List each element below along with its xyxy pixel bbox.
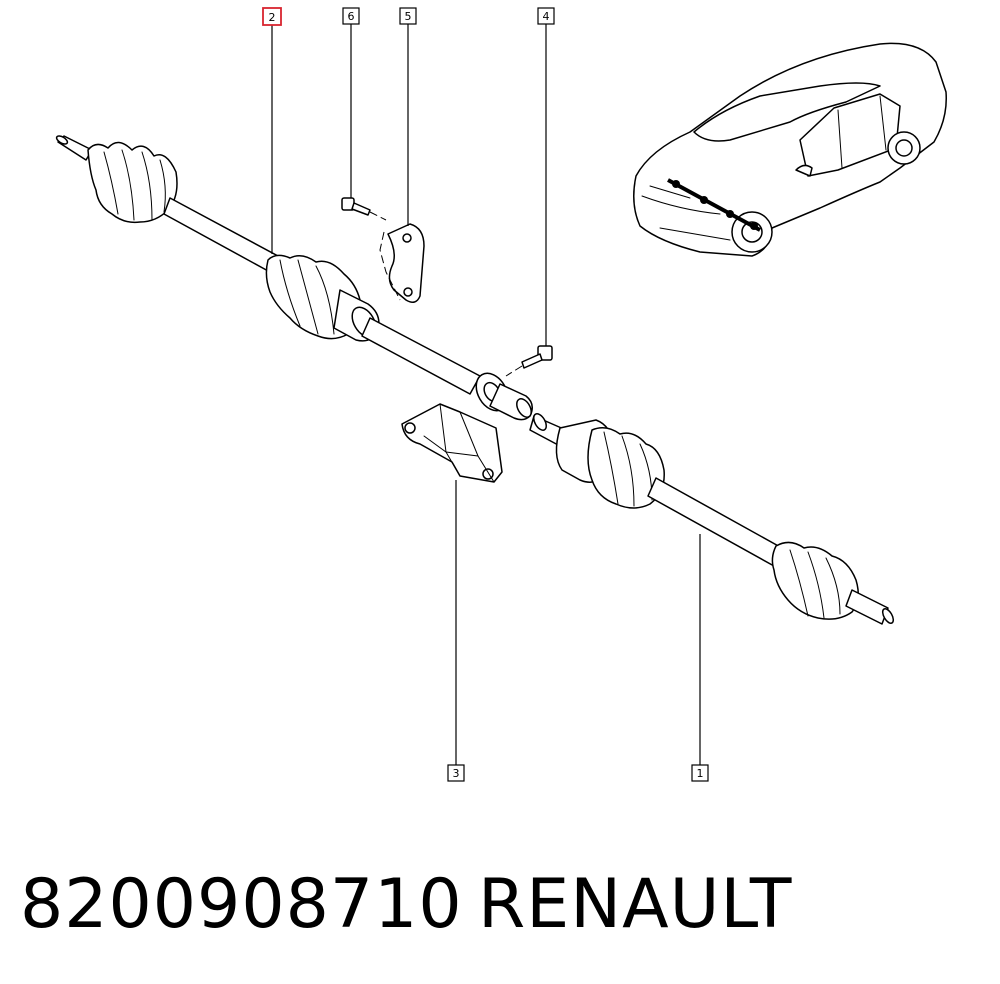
- callout-5[interactable]: 5: [399, 7, 417, 25]
- callout-5-label: 5: [405, 10, 412, 23]
- right-drive-shaft: [529, 413, 895, 625]
- vehicle-locator-illustration: [633, 42, 947, 257]
- left-drive-shaft: [55, 135, 481, 395]
- intermediate-bearing: [475, 372, 533, 421]
- brand-name-label: RENAULT: [478, 865, 793, 944]
- part-number-label: 8200908710: [20, 865, 463, 944]
- callout-6-label: 6: [348, 10, 355, 23]
- callout-4[interactable]: 4: [537, 7, 555, 25]
- callout-1[interactable]: 1: [691, 764, 709, 782]
- callout-3-label: 3: [453, 767, 460, 780]
- bolt-6: [341, 197, 387, 221]
- callout-2[interactable]: 2: [262, 7, 282, 26]
- bolt-4: [505, 345, 553, 377]
- callout-4-label: 4: [543, 10, 550, 23]
- bearing-bracket: [401, 403, 503, 483]
- callout-6[interactable]: 6: [342, 7, 360, 25]
- callout-2-label: 2: [269, 11, 276, 24]
- callout-1-label: 1: [697, 767, 704, 780]
- callout-3[interactable]: 3: [447, 764, 465, 782]
- heat-shield-plate: [379, 223, 425, 303]
